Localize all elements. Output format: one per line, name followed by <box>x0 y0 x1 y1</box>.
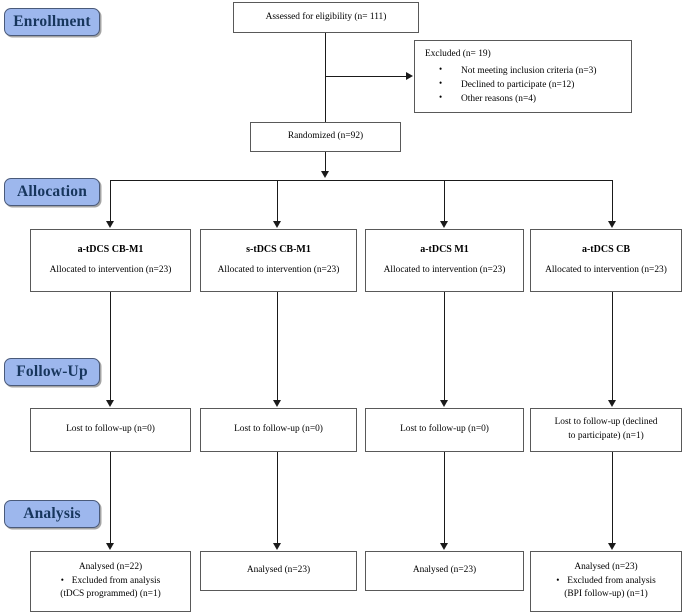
connector-assessed-to-randomized <box>325 33 326 122</box>
box-analysis-arm-3: Analysed (n=23) <box>365 551 524 591</box>
stage-badge-allocation: Allocation <box>4 178 100 206</box>
box-analysis-arm-1: Analysed (n=22) Excluded from analysis (… <box>30 551 191 612</box>
analysed-count: Analysed (n=23) <box>246 565 311 576</box>
stage-badge-enrollment: Enrollment <box>4 8 100 36</box>
box-followup-arm-1: Lost to follow-up (n=0) <box>30 408 191 452</box>
analysis-excluded-line: Excluded from analysis <box>556 574 656 589</box>
arrowhead-arm-1-followup <box>105 400 114 407</box>
stage-badge-followup-label: Follow-Up <box>16 363 88 380</box>
stage-badge-analysis: Analysis <box>4 500 100 528</box>
lost-to-followup-line: Lost to follow-up (declined <box>554 417 658 428</box>
arrowhead-allocation-arm-4 <box>607 221 616 228</box>
stage-badge-enrollment-label: Enrollment <box>13 13 91 30</box>
connector-allocation-arm-2 <box>277 180 278 222</box>
lost-to-followup-line: Lost to follow-up (n=0) <box>400 424 489 435</box>
box-excluded: Excluded (n= 19) Not meeting inclusion c… <box>414 40 632 113</box>
analysis-excluded-line: (tDCS programmed) (n=1) <box>60 589 161 600</box>
box-allocation-arm-1: a-tDCS CB-M1 Allocated to intervention (… <box>30 229 191 292</box>
analysed-count: Analysed (n=22) <box>78 562 143 573</box>
connector-allocation-arm-3 <box>444 180 445 222</box>
connector-arm-2-to-followup <box>277 292 278 401</box>
arrowhead-to-excluded <box>406 71 413 80</box>
arm-title: a-tDCS CB <box>581 243 631 255</box>
connector-arm-1-to-followup <box>110 292 111 401</box>
arrowhead-arm-3-analysis <box>439 543 448 550</box>
arrowhead-arm-3-followup <box>439 400 448 407</box>
stage-badge-analysis-label: Analysis <box>23 505 81 522</box>
arrowhead-arm-2-analysis <box>272 543 281 550</box>
excluded-reason-list: Not meeting inclusion criteria (n=3) Dec… <box>425 63 596 107</box>
connector-arm-2-to-analysis <box>277 452 278 544</box>
excluded-reason-item: Other reasons (n=4) <box>439 91 596 106</box>
arrowhead-arm-2-followup <box>272 400 281 407</box>
analysed-count: Analysed (n=23) <box>574 562 638 573</box>
analysis-excluded-line: Excluded from analysis <box>61 574 161 589</box>
box-assessed-for-eligibility: Assessed for eligibility (n= 111) <box>233 2 419 33</box>
lost-to-followup-line: Lost to follow-up (n=0) <box>66 424 155 435</box>
arm-allocated: Allocated to intervention (n=23) <box>383 265 506 276</box>
arrowhead-allocation-arm-3 <box>439 221 448 228</box>
box-analysis-arm-4: Analysed (n=23) Excluded from analysis (… <box>530 551 682 612</box>
connector-arm-3-to-followup <box>444 292 445 401</box>
box-followup-arm-3: Lost to follow-up (n=0) <box>365 408 524 452</box>
lost-to-followup-line: to participate) (n=1) <box>568 431 644 441</box>
excluded-reason-item: Declined to participate (n=12) <box>439 77 596 92</box>
arm-allocated: Allocated to intervention (n=23) <box>217 265 340 276</box>
allocation-distribution-bus <box>110 180 613 181</box>
connector-to-excluded <box>325 76 407 77</box>
box-followup-arm-2: Lost to follow-up (n=0) <box>200 408 357 452</box>
arrowhead-allocation-arm-2 <box>272 221 281 228</box>
arrowhead-arm-4-followup <box>607 400 616 407</box>
arrowhead-randomized-down <box>320 171 329 178</box>
arm-title: a-tDCS CB-M1 <box>77 243 144 255</box>
arm-title: a-tDCS M1 <box>420 243 469 255</box>
connector-arm-1-to-analysis <box>110 452 111 544</box>
box-allocation-arm-4: a-tDCS CB Allocated to intervention (n=2… <box>530 229 682 292</box>
analysis-excluded-line: (BPI follow-up) (n=1) <box>564 589 648 600</box>
box-randomized: Randomized (n=92) <box>250 122 401 152</box>
box-allocation-arm-3: a-tDCS M1 Allocated to intervention (n=2… <box>365 229 524 292</box>
connector-arm-4-to-analysis <box>612 452 613 544</box>
box-analysis-arm-2: Analysed (n=23) <box>200 551 357 591</box>
lost-to-followup-line: Lost to follow-up (n=0) <box>234 424 323 435</box>
arrowhead-allocation-arm-1 <box>105 221 114 228</box>
assessed-text: Assessed for eligibility (n= 111) <box>265 11 387 22</box>
box-followup-arm-4: Lost to follow-up (declined to participa… <box>530 408 682 452</box>
connector-allocation-arm-4 <box>612 180 613 222</box>
connector-randomized-down <box>325 152 326 172</box>
arrowhead-arm-1-analysis <box>105 543 114 550</box>
stage-badge-followup: Follow-Up <box>4 358 100 386</box>
arrowhead-arm-4-analysis <box>607 543 616 550</box>
connector-arm-3-to-analysis <box>444 452 445 544</box>
connector-arm-4-to-followup <box>612 292 613 401</box>
arm-title: s-tDCS CB-M1 <box>246 243 311 255</box>
excluded-heading: Excluded (n= 19) <box>425 49 491 59</box>
connector-allocation-arm-1 <box>110 180 111 222</box>
excluded-reason-item: Not meeting inclusion criteria (n=3) <box>439 63 596 78</box>
analysed-count: Analysed (n=23) <box>412 565 477 576</box>
randomized-text: Randomized (n=92) <box>287 131 364 142</box>
stage-badge-allocation-label: Allocation <box>16 183 88 200</box>
arm-allocated: Allocated to intervention (n=23) <box>49 265 172 276</box>
arm-allocated: Allocated to intervention (n=23) <box>545 265 667 276</box>
box-allocation-arm-2: s-tDCS CB-M1 Allocated to intervention (… <box>200 229 357 292</box>
